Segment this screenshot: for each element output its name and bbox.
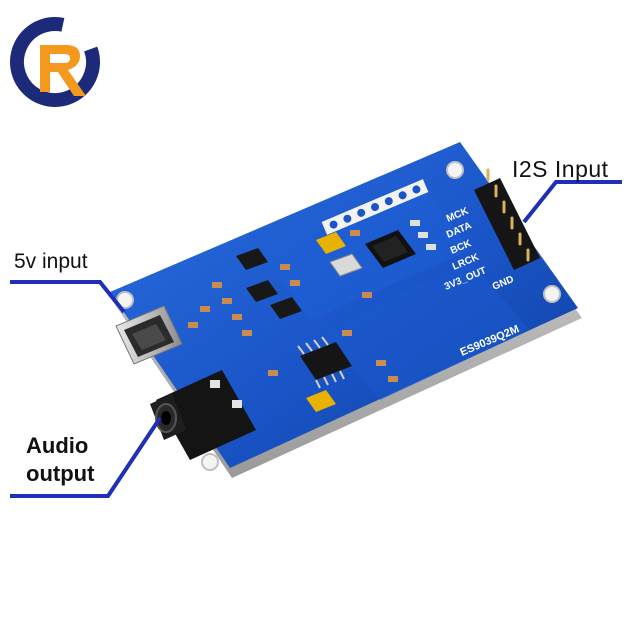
- audio-output-label: Audio output: [26, 432, 94, 488]
- audio-jack: [150, 370, 256, 460]
- chip-dac: [365, 230, 416, 268]
- passive-components: [188, 220, 436, 382]
- qr-logo: [10, 17, 100, 107]
- audio-callout-line: [10, 416, 162, 498]
- audio-output-label-line1: Audio: [26, 433, 89, 458]
- callout-lines: [10, 180, 622, 498]
- i2s-pin-header: [474, 168, 540, 270]
- i2s-callout-line: [522, 180, 622, 224]
- chip-opamp: [297, 336, 352, 389]
- crystal-oscillator: [329, 253, 363, 277]
- usb-c-connector: [115, 305, 183, 365]
- audio-output-label-line2: output: [26, 461, 95, 486]
- 5v-callout-line: [10, 280, 126, 314]
- 5v-input-label: 5v input: [14, 250, 88, 273]
- chip-regulators: [236, 248, 302, 319]
- top-header-pads: [321, 179, 429, 235]
- i2s-input-label: I2S Input: [512, 156, 609, 182]
- mounting-holes: [116, 161, 561, 471]
- tantalum-capacitors: [306, 232, 346, 412]
